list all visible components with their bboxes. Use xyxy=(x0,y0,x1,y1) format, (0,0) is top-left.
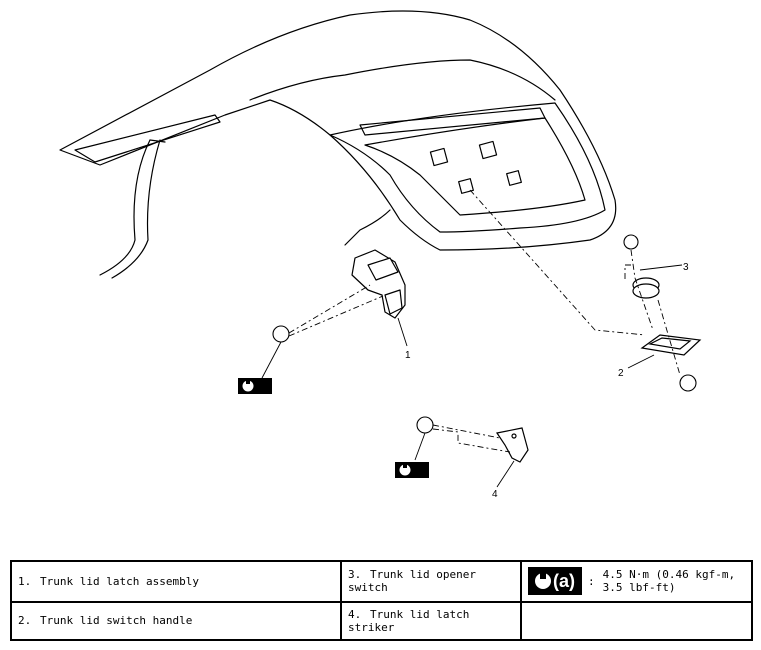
legend-item-2: 2.Trunk lid switch handle xyxy=(10,600,342,642)
trunk-lid-latch-striker xyxy=(496,427,529,463)
bolt-latch xyxy=(272,325,290,343)
legend-item-4: 4.Trunk lid latch striker xyxy=(340,600,522,642)
trunk-lid-opener-switch xyxy=(632,277,660,299)
torque-wrench-icon xyxy=(242,380,254,392)
legend-row: 2.Trunk lid switch handle 4.Trunk lid la… xyxy=(10,600,753,642)
trunk-lid-latch-assembly xyxy=(351,249,406,319)
trunk-lid-outline xyxy=(59,10,617,251)
parts-legend-table: 1.Trunk lid latch assembly 3.Trunk lid o… xyxy=(10,560,753,642)
callout-4: 4 xyxy=(492,489,498,500)
legend-item-3: 3.Trunk lid opener switch xyxy=(340,560,522,603)
torque-badge-latch: (a) xyxy=(238,378,272,394)
torque-wrench-icon xyxy=(399,464,411,476)
svg-text:(a): (a) xyxy=(256,382,268,393)
callout-1: 1 xyxy=(405,350,411,361)
torque-spec-cell: (a) : 4.5 N·m (0.46 kgf-m, 3.5 lbf-ft) xyxy=(520,560,753,603)
torque-wrench-icon: (a) xyxy=(528,567,582,596)
torque-value-line1: 4.5 N·m (0.46 kgf-m, xyxy=(602,568,736,582)
bolt-striker xyxy=(416,416,434,434)
exploded-view-diagram: 1 2 3 4 (a) (a) xyxy=(59,10,702,500)
legend-row: 1.Trunk lid latch assembly 3.Trunk lid o… xyxy=(10,560,753,603)
torque-value-line2: 3.5 lbf-ft) xyxy=(602,581,676,595)
torque-badge-striker: (a) xyxy=(395,462,429,478)
bolt-switch-top xyxy=(623,234,639,250)
callout-3: 3 xyxy=(683,262,689,273)
callout-2: 2 xyxy=(618,368,624,379)
empty-cell xyxy=(520,600,753,642)
svg-text:(a): (a) xyxy=(413,466,425,477)
legend-item-1: 1.Trunk lid latch assembly xyxy=(10,560,342,603)
bolt-handle xyxy=(679,374,697,392)
